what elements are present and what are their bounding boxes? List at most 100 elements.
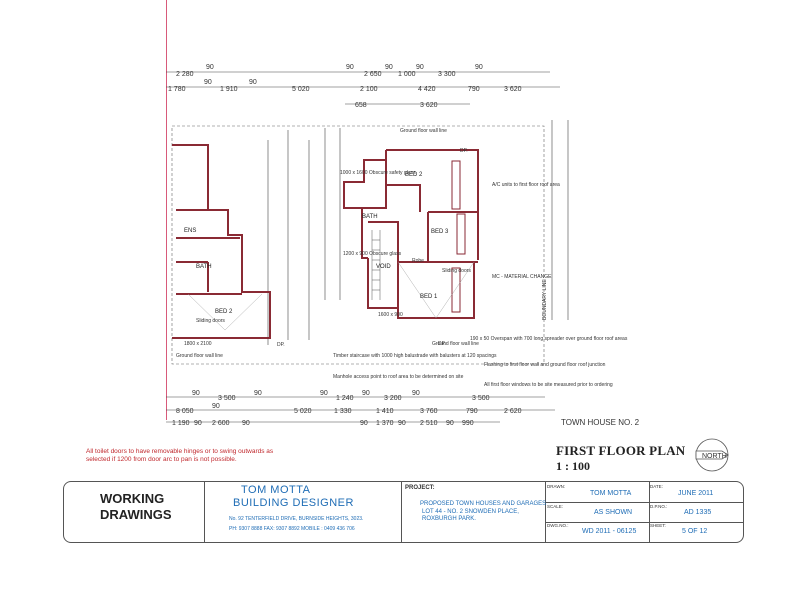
bottom-dimension-lines bbox=[166, 396, 555, 423]
title-block: WORKING DRAWINGS bbox=[63, 481, 744, 543]
dim-text: 90 bbox=[206, 64, 214, 71]
title-block-hline bbox=[545, 502, 743, 503]
annotation-ground-floor: Ground floor wall line bbox=[400, 128, 447, 134]
scale-label: SCALE: bbox=[547, 504, 564, 509]
dim-text: 5 020 bbox=[294, 408, 312, 415]
dwgno-label: DWG.NO.: bbox=[547, 523, 569, 528]
dim-text: 2 620 bbox=[504, 408, 522, 415]
firm-name: TOM MOTTA bbox=[241, 484, 311, 496]
dim-text: 90 bbox=[412, 390, 420, 397]
project-label: PROJECT: bbox=[405, 485, 435, 491]
dim-text: 2 510 bbox=[420, 420, 438, 427]
dim-text: 90 bbox=[475, 64, 483, 71]
project-description: PROPOSED TOWN HOUSES AND GARAGES LOT 44 … bbox=[420, 501, 546, 524]
date-value: JUNE 2011 bbox=[678, 490, 714, 497]
floor-plan-drawing: 2 280 90 90 2 650 90 1 000 90 3 300 90 1… bbox=[166, 64, 628, 427]
room-label-bed2: BED 2 bbox=[215, 309, 233, 315]
dim-text: 3 200 bbox=[384, 395, 402, 402]
firm-role: BUILDING DESIGNER bbox=[233, 497, 354, 509]
dim-text: 3 620 bbox=[420, 102, 438, 109]
walls bbox=[172, 144, 479, 339]
annotation-overspan: 190 x 50 Overspan with 700 long spreader… bbox=[470, 336, 628, 342]
project-line1: PROPOSED TOWN HOUSES AND GARAGES bbox=[420, 501, 547, 507]
dim-text: 2 100 bbox=[360, 86, 378, 93]
scale-value: AS SHOWN bbox=[594, 509, 633, 516]
annotation-ac: A/C units to first floor roof area bbox=[492, 182, 560, 188]
dim-text: 90 bbox=[446, 420, 454, 427]
dim-text: 90 bbox=[398, 420, 406, 427]
boundary-line-label: BOUNDARY LINE bbox=[542, 279, 548, 320]
windows bbox=[451, 160, 466, 313]
dim-text: 990 bbox=[462, 420, 474, 427]
sheet-label: SHEET: bbox=[650, 523, 666, 528]
firm-address: No. 92 TENTERFIELD DRIVE, BURNSIDE HEIGH… bbox=[229, 516, 364, 522]
dim-text: 90 bbox=[212, 403, 220, 410]
project-line3: ROXBURGH PARK. bbox=[422, 516, 476, 522]
working-drawings-title: WORKING DRAWINGS bbox=[100, 491, 172, 523]
annotation-window-1800: 1800 x 2100 bbox=[184, 341, 212, 347]
drawn-label: DRAWN: bbox=[547, 484, 566, 489]
ground-floor-wall-outline bbox=[171, 125, 545, 365]
dpno-label: D.P.NO.: bbox=[650, 504, 668, 509]
dim-text: 1 910 bbox=[220, 86, 238, 93]
vertical-dimension-lines bbox=[267, 120, 569, 345]
dim-text: 3 300 bbox=[438, 71, 456, 78]
dim-text: 1 410 bbox=[376, 408, 394, 415]
annotation-manhole: Manhole access point to roof area to be … bbox=[333, 374, 464, 380]
annotation-ground-floor-left: Ground floor wall line bbox=[176, 353, 223, 359]
dim-text: 90 bbox=[192, 390, 200, 397]
room-label-void: VOID bbox=[376, 264, 391, 270]
dim-text: 90 bbox=[416, 64, 424, 71]
date-label: DATE: bbox=[650, 484, 663, 489]
dim-text: 1 240 bbox=[336, 395, 354, 402]
working-drawings-line1: WORKING bbox=[100, 491, 165, 506]
label-dp-left: DP. bbox=[277, 342, 285, 348]
dim-text: 1 370 bbox=[376, 420, 394, 427]
room-label-bed-upper: BED 2 bbox=[405, 172, 423, 178]
dim-text: 790 bbox=[468, 86, 480, 93]
top-dimension-lines bbox=[166, 71, 560, 105]
firm-phones: PH: 9307 8888 FAX: 9307 8892 MOBILE : 04… bbox=[229, 526, 355, 532]
annotation-window-1600: 1600 x 900 bbox=[378, 312, 403, 318]
dim-text: 5 020 bbox=[292, 86, 310, 93]
title-block-divider bbox=[545, 482, 546, 542]
room-label-bed3: BED 3 bbox=[431, 229, 449, 235]
sheet-margin-line bbox=[166, 0, 167, 420]
annotation-ground-floor-bottom: Ground floor wall line bbox=[432, 341, 479, 347]
room-label-bath-left: BATH bbox=[196, 264, 212, 270]
annotation-sliding: Sliding doors bbox=[442, 268, 471, 274]
top-dim-row2: 1 780 90 1 910 90 5 020 2 100 4 420 790 … bbox=[168, 79, 522, 93]
dim-text: 90 bbox=[360, 420, 368, 427]
dim-text: 90 bbox=[204, 79, 212, 86]
dim-text: 1 330 bbox=[334, 408, 352, 415]
town-house-label: TOWN HOUSE NO. 2 bbox=[561, 418, 640, 427]
annotation-sliding-left: Sliding doors bbox=[196, 318, 225, 324]
room-label-bath: BATH bbox=[362, 214, 378, 220]
title-block-divider bbox=[204, 482, 205, 542]
dim-text: 658 bbox=[355, 102, 367, 109]
top-dim-row1: 2 280 90 90 2 650 90 1 000 90 3 300 90 bbox=[176, 64, 483, 78]
room-label-bed1: BED 1 bbox=[420, 294, 438, 300]
drawn-value: TOM MOTTA bbox=[590, 490, 632, 497]
dim-text: 90 bbox=[249, 79, 257, 86]
dim-text: 2 600 bbox=[212, 420, 230, 427]
room-label-ens: ENS bbox=[184, 228, 196, 234]
annotation-staircase: Timber staircase with 1000 high balustra… bbox=[333, 353, 497, 359]
title-block-hline bbox=[545, 522, 743, 523]
annotation-obscure: 1200 x 900 Obscure glass bbox=[343, 251, 402, 257]
annotation-windows: All first floor windows to be site measu… bbox=[484, 382, 613, 388]
north-arrow-icon: NORTH bbox=[695, 438, 729, 472]
dim-text: 4 420 bbox=[418, 86, 436, 93]
dim-text: 3 500 bbox=[218, 395, 236, 402]
dim-text: 8 050 bbox=[176, 408, 194, 415]
dpno-value: AD 1335 bbox=[684, 509, 712, 516]
dim-text: 3 500 bbox=[472, 395, 490, 402]
dim-text: 90 bbox=[254, 390, 262, 397]
bottom-dim-row1: 90 3 500 90 90 1 240 90 3 200 90 3 500 bbox=[192, 390, 490, 402]
dim-text: 790 bbox=[466, 408, 478, 415]
dim-text: 1 190 bbox=[172, 420, 190, 427]
roof-lines bbox=[187, 261, 475, 331]
bottom-dim-row2: 8 050 90 5 020 1 330 1 410 3 760 790 2 6… bbox=[176, 403, 522, 415]
toilet-door-note: All toilet doors to have removable hinge… bbox=[86, 448, 274, 463]
